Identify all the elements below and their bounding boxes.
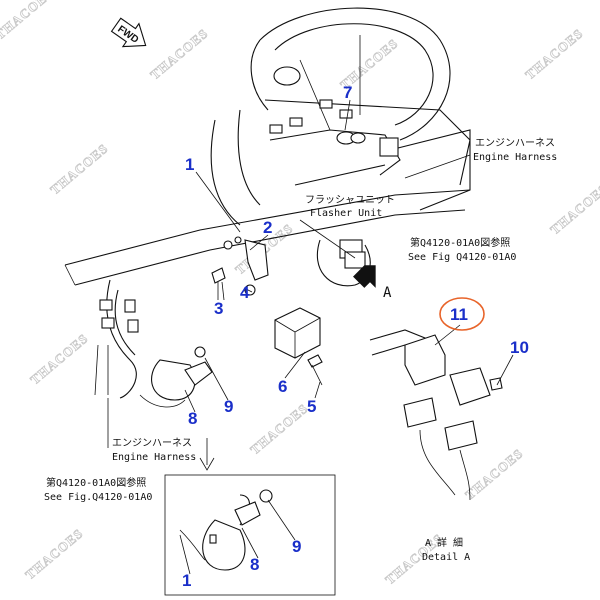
detail-a-arrow: A (353, 265, 392, 301)
detail-a-jp-label: A 詳 細 (425, 536, 463, 549)
engine-harness-jp-label: エンジンハーネス (475, 137, 555, 149)
engine-harness-left (94, 279, 139, 399)
detail-a-assembly (369, 329, 503, 501)
flasher-unit-jp-label: フラッシャユニット (305, 194, 395, 206)
callout-9-main: 9 (224, 397, 233, 416)
see-fig-right-en-label: See Fig Q4120-01A0 (408, 252, 516, 263)
flasher-unit (299, 219, 371, 287)
callout-11: 11 (450, 305, 468, 324)
watermark: THACOES (47, 140, 111, 197)
watermark: THACOES (247, 400, 311, 457)
callout-7: 7 (343, 83, 352, 102)
callout-1-inset: 1 (182, 571, 191, 590)
see-fig-left-en-label: See Fig.Q4120-01A0 (44, 492, 152, 503)
watermark: THACOES (147, 25, 211, 82)
callout-10: 10 (510, 338, 529, 357)
callout-1-main: 1 (185, 155, 194, 174)
callout-8-inset: 8 (250, 555, 259, 574)
callout-4: 4 (240, 283, 250, 302)
see-fig-left-jp-label: 第Q4120-01A0図参照 (46, 476, 146, 489)
watermark: THACOES (27, 330, 91, 387)
watermark: THACOES (462, 445, 526, 502)
engine-harness-left-en-label: Engine Harness (112, 452, 196, 463)
callout-3: 3 (214, 299, 223, 318)
engine-harness-en-label: Engine Harness (473, 152, 557, 163)
relay-6 (274, 307, 323, 386)
watermark: THACOES (22, 525, 86, 582)
fwd-arrow-badge: FWD (110, 17, 147, 48)
callout-2: 2 (263, 218, 272, 237)
callout-9-inset: 9 (292, 537, 301, 556)
horn-8-main (139, 346, 213, 408)
inset-box (164, 474, 336, 596)
flasher-unit-en-label: Flasher Unit (310, 208, 382, 219)
watermark: THACOES (0, 0, 56, 42)
callout-8-main: 8 (188, 409, 197, 428)
bracket-2 (211, 236, 269, 300)
callout-6: 6 (278, 377, 287, 396)
steering-wheel (250, 7, 451, 141)
detail-a-en-label: Detail A (422, 552, 470, 563)
engine-harness-left-jp-label: エンジンハーネス (112, 437, 192, 449)
detail-marker-a: A (383, 285, 392, 301)
callout-5: 5 (307, 397, 316, 416)
leader-lines (107, 99, 514, 575)
inset-pointer-arrow (199, 438, 215, 471)
highlight-circle-11 (439, 297, 485, 331)
frame-member (64, 189, 471, 286)
dashboard-body (210, 99, 471, 226)
see-fig-right-jp-label: 第Q4120-01A0図参照 (410, 236, 510, 249)
watermark: THACOES (547, 180, 600, 237)
watermark: THACOES (522, 25, 586, 82)
